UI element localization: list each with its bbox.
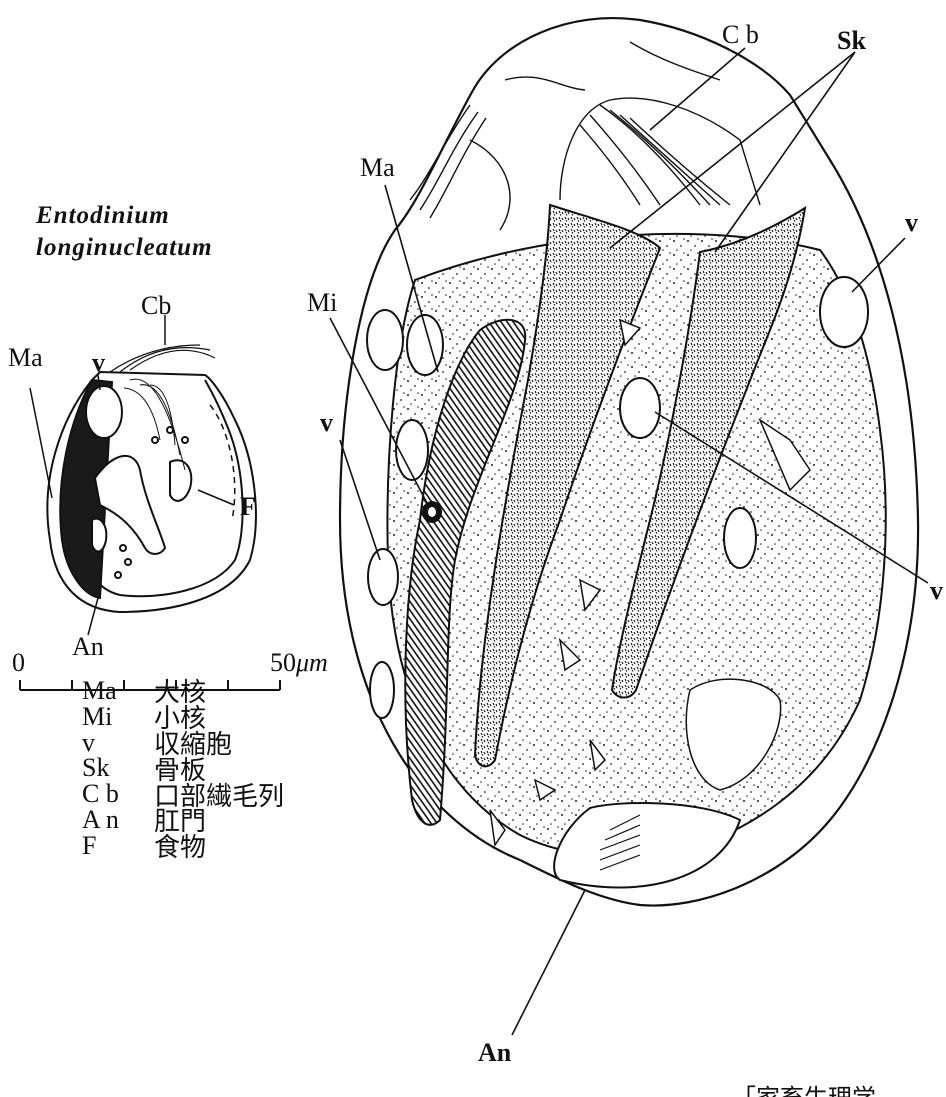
legend-meaning: 食物 <box>154 827 206 864</box>
small-ciliate-drawing <box>30 315 256 635</box>
large-label-cb: C b <box>722 22 759 48</box>
large-ciliate-drawing <box>330 18 928 1035</box>
large-label-v-right-top: v <box>905 210 918 236</box>
legend-abbr: F <box>82 831 154 861</box>
large-label-mi: Mi <box>307 290 337 316</box>
small-label-v: v <box>92 350 105 376</box>
small-label-an: An <box>72 634 104 660</box>
scale-zero-label: 0 <box>12 650 25 676</box>
scale-end-label: 50μm <box>270 650 328 676</box>
small-label-f: F <box>240 494 256 520</box>
species-name-epithet: longinucleatum <box>36 235 213 260</box>
large-label-ma: Ma <box>360 155 395 181</box>
small-label-cb: Cb <box>141 293 171 319</box>
species-name-genus: Entodinium <box>36 203 170 228</box>
large-label-sk: Sk <box>837 28 866 54</box>
large-label-an: An <box>478 1040 511 1066</box>
source-credit: 「家畜生理学 <box>732 1078 876 1097</box>
large-label-v-left: v <box>320 410 333 436</box>
large-label-v-right-mid: v <box>930 578 943 604</box>
small-label-ma: Ma <box>8 345 43 371</box>
